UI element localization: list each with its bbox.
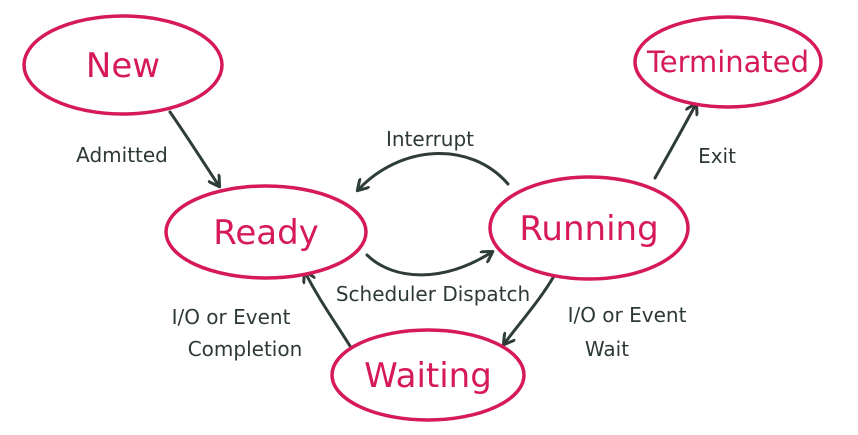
edge-admitted-arrow	[168, 110, 219, 186]
edge-io-wait-arrow	[504, 274, 556, 344]
edge-label-exit: Exit	[698, 144, 736, 168]
state-terminated-outline	[633, 15, 823, 109]
edge-label-interrupt: Interrupt	[386, 127, 474, 151]
edge-io-completion-arrow	[305, 272, 352, 348]
state-new-outline	[22, 14, 224, 116]
edge-label-admitted: Admitted	[76, 143, 168, 167]
state-waiting-outline	[330, 328, 526, 422]
edge-label-io-completion-line1: I/O or Event	[172, 305, 291, 329]
state-new: New	[22, 14, 224, 116]
state-waiting: Waiting	[330, 328, 526, 422]
state-terminated: Terminated	[633, 15, 823, 109]
edge-label-io-wait-line2: Wait	[585, 337, 629, 361]
edge-exit-arrow	[653, 104, 696, 180]
state-terminated-label: Terminated	[646, 45, 809, 79]
edge-label-scheduler-dispatch: Scheduler Dispatch	[336, 282, 530, 306]
edge-label-io-wait-line1: I/O or Event	[568, 303, 687, 327]
edge-label-io-completion-line2: Completion	[188, 337, 303, 361]
state-running-label: Running	[519, 209, 658, 249]
edge-scheduler-dispatch-arrow	[365, 252, 492, 277]
state-ready: Ready	[164, 184, 368, 280]
state-running-outline	[488, 175, 690, 281]
state-new-label: New	[86, 46, 160, 86]
state-ready-outline	[164, 184, 368, 280]
state-running: Running	[488, 175, 690, 281]
edge-interrupt-arrow	[358, 152, 510, 190]
state-waiting-label: Waiting	[364, 356, 492, 396]
state-ready-label: Ready	[213, 213, 319, 253]
